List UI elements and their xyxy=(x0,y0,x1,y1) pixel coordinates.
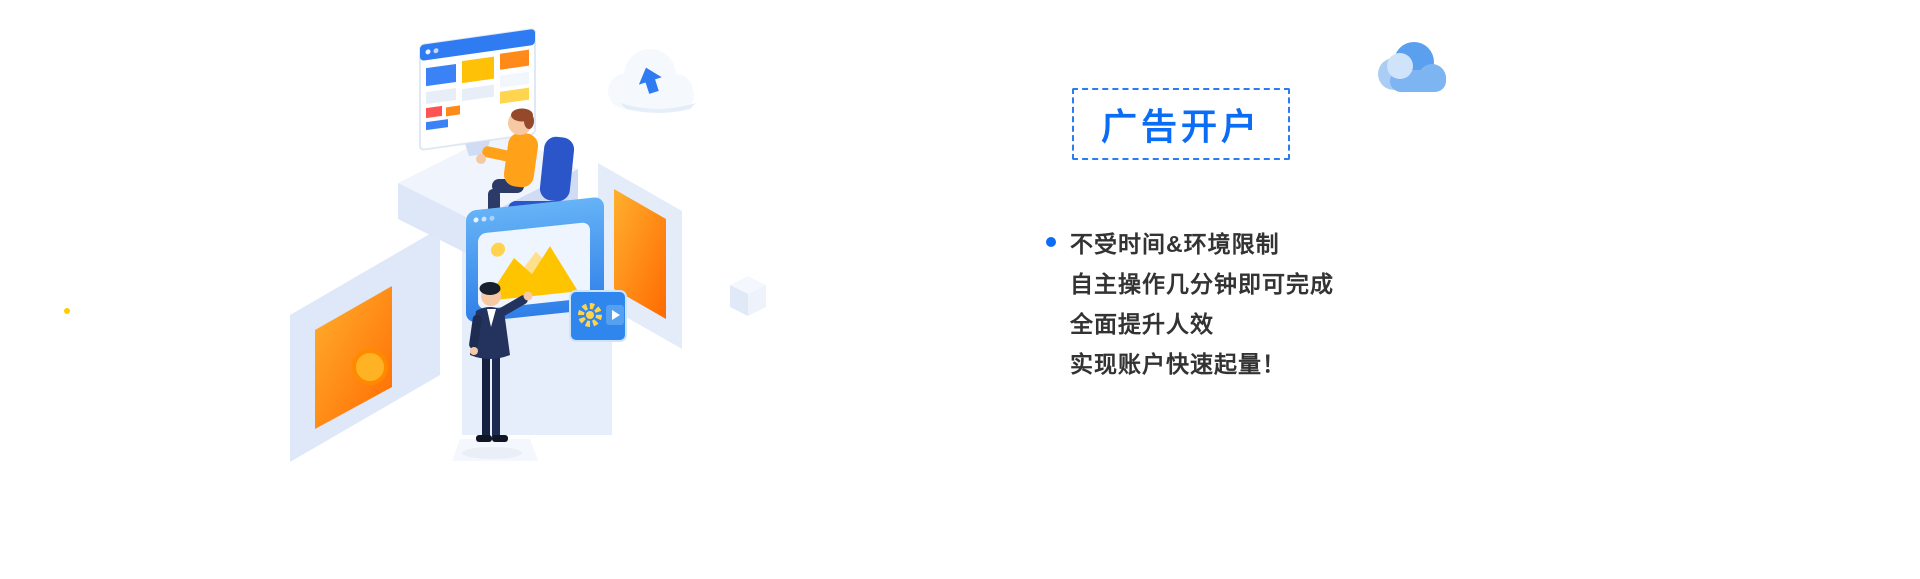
feature-item: 自主操作几分钟即可完成 xyxy=(1046,262,1334,302)
play-icon xyxy=(612,310,620,320)
gear-icon xyxy=(578,303,602,327)
title-box: 广告开户 xyxy=(1072,88,1290,160)
feature-text: 自主操作几分钟即可完成 xyxy=(1070,271,1334,297)
feature-text: 全面提升人效 xyxy=(1070,311,1214,337)
decor-dot xyxy=(64,308,70,314)
illustration-svg xyxy=(290,28,766,462)
bullet-dot-icon xyxy=(1046,237,1056,247)
upload-arrow-icon xyxy=(638,67,662,94)
cloud-upload-icon xyxy=(608,49,696,113)
gear-screen xyxy=(569,290,627,342)
standing-person xyxy=(462,282,533,459)
image-screen xyxy=(466,197,604,323)
feature-item: 实现账户快速起量！ xyxy=(1046,342,1334,382)
left-wall xyxy=(290,228,440,462)
feature-text: 不受时间&环境限制 xyxy=(1070,231,1280,257)
banner-title: 广告开户 xyxy=(1100,106,1261,147)
coin-icon xyxy=(352,349,388,385)
feature-item: 全面提升人效 xyxy=(1046,302,1334,342)
cloud-icon xyxy=(1364,32,1452,108)
feature-text: 实现账户快速起量！ xyxy=(1070,351,1286,377)
dashboard-screen xyxy=(419,28,536,157)
isometric-illustration xyxy=(270,15,790,475)
cube xyxy=(730,276,766,316)
feature-item: 不受时间&环境限制 xyxy=(1046,222,1334,262)
feature-list: 不受时间&环境限制 自主操作几分钟即可完成 全面提升人效 实现账户快速起量！ xyxy=(1046,222,1334,382)
seated-person xyxy=(476,108,539,223)
